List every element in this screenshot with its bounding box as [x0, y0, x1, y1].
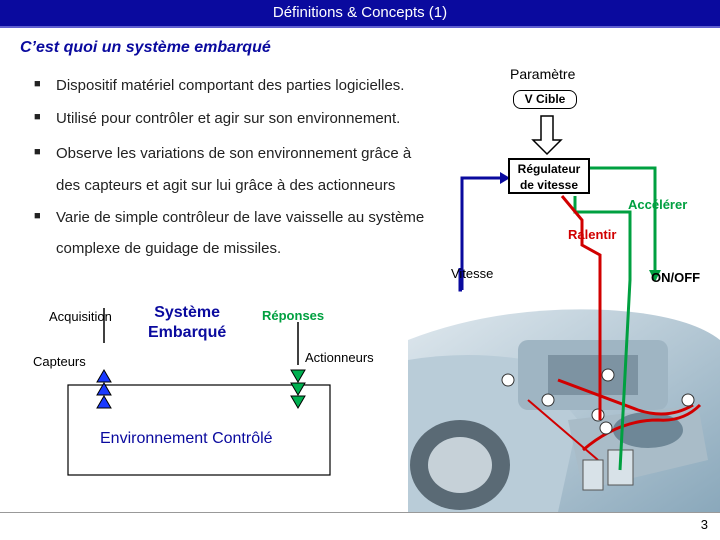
- environnement-rect: [67, 384, 331, 476]
- slide-title: Définitions & Concepts (1): [272, 4, 448, 21]
- accelerer-pedal-line: [573, 196, 632, 471]
- ralentir-label: Ralentir: [568, 227, 617, 242]
- bullet-2-text: Utilisé pour contrôler et agir sur son e…: [56, 110, 401, 127]
- actionneur-triangle-icon: [290, 395, 306, 409]
- on-off-label: ON/OFF: [651, 270, 701, 285]
- bullet-square-icon: ■: [34, 210, 41, 222]
- bullet-1: ■ Dispositif matériel comportant des part…: [34, 77, 405, 94]
- capteur-triangle-icon: [96, 382, 112, 396]
- bullet-4-text: Varie de simple contrôleur de lave vaiss…: [56, 209, 425, 226]
- vitesse-arrow-icon: [500, 172, 510, 184]
- regulateur-box: Régulateur de vitesse: [508, 158, 590, 194]
- page-number: 3: [700, 517, 708, 532]
- actionneur-triangle-icon: [290, 382, 306, 396]
- bullet-4: ■ Varie de simple contrôleur de lave vais…: [34, 209, 425, 226]
- bullet-3-continuation: des capteurs et agit sur lui grâce à des…: [56, 177, 396, 194]
- regulateur-line-2: de vitesse: [519, 178, 579, 192]
- slide-title-bar: Définitions & Concepts (1): [0, 0, 720, 28]
- bullet-square-icon: ■: [34, 111, 41, 123]
- ralentir-line: [560, 195, 602, 420]
- capteurs-label: Capteurs: [33, 354, 86, 369]
- capteur-triangle-icon: [96, 395, 112, 409]
- parametre-label: Paramètre: [510, 66, 576, 82]
- bullet-square-icon: ■: [34, 78, 41, 90]
- v-cible-box: V Cible: [513, 90, 577, 109]
- environnement-label: Environnement Contrôlé: [100, 430, 273, 447]
- vitesse-feedback-line: [458, 176, 500, 292]
- bullet-1-text: Dispositif matériel comportant des parti…: [56, 77, 405, 94]
- systeme-embarque-label: Système Embarqué: [148, 303, 226, 343]
- reponses-label: Réponses: [262, 308, 325, 323]
- systeme-line-1: Système: [154, 304, 221, 321]
- vitesse-label: Vitesse: [451, 266, 494, 281]
- accelerer-arrow-icon: [649, 270, 661, 282]
- slide-subtitle: C’est quoi un système embarqué: [20, 39, 271, 56]
- bullet-square-icon: ■: [34, 146, 41, 158]
- accelerer-label: Accélérer: [628, 197, 688, 212]
- car-illustration: [408, 309, 720, 512]
- systeme-line-2: Embarqué: [148, 324, 227, 341]
- actionneur-triangle-icon: [290, 369, 306, 383]
- hollow-down-arrow-icon: [531, 115, 563, 156]
- capteur-triangle-icon: [96, 369, 112, 383]
- actionneurs-label: Actionneurs: [305, 350, 374, 365]
- accelerer-line: [590, 166, 657, 270]
- acquisition-label: Acquisition: [49, 309, 112, 324]
- regulateur-line-1: Régulateur: [517, 162, 581, 176]
- bullet-4-continuation: complexe de guidage de missiles.: [56, 240, 282, 257]
- bullet-2: ■ Utilisé pour contrôler et agir sur son …: [34, 110, 401, 127]
- bullet-3: ■ Observe les variations de son environne…: [34, 145, 412, 162]
- bullet-3-text: Observe les variations de son environnem…: [56, 145, 412, 162]
- footer-divider: [0, 512, 720, 513]
